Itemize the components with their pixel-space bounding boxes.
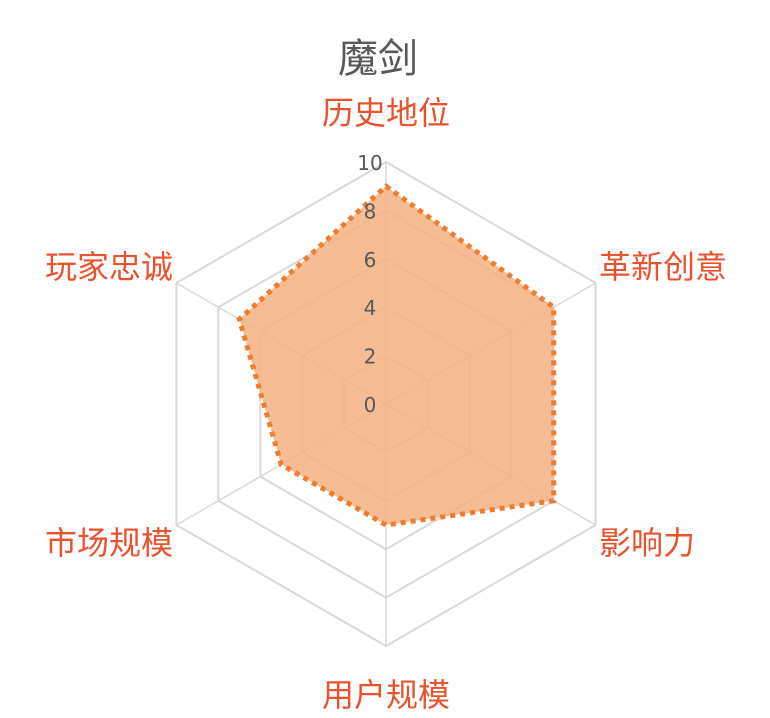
- axis-label-3: 用户规模: [322, 676, 450, 714]
- series-layer: [236, 182, 557, 528]
- tick-label-6: 6: [364, 248, 377, 272]
- tick-labels: 0 2 4 6 8 10: [357, 151, 382, 417]
- axis-label-4: 市场规模: [45, 524, 173, 562]
- tick-label-10: 10: [357, 151, 382, 175]
- tick-label-2: 2: [364, 345, 377, 369]
- axis-label-5: 玩家忠诚: [45, 248, 173, 286]
- axis-label-0: 历史地位: [322, 94, 450, 132]
- axis-label-1: 革新创意: [599, 248, 727, 286]
- tick-label-4: 4: [364, 296, 377, 320]
- tick-label-8: 8: [364, 199, 377, 223]
- series-area-0: [236, 182, 557, 528]
- axis-label-2: 影响力: [599, 524, 695, 562]
- tick-label-0: 0: [364, 393, 377, 417]
- chart-title: 魔剑: [338, 36, 418, 82]
